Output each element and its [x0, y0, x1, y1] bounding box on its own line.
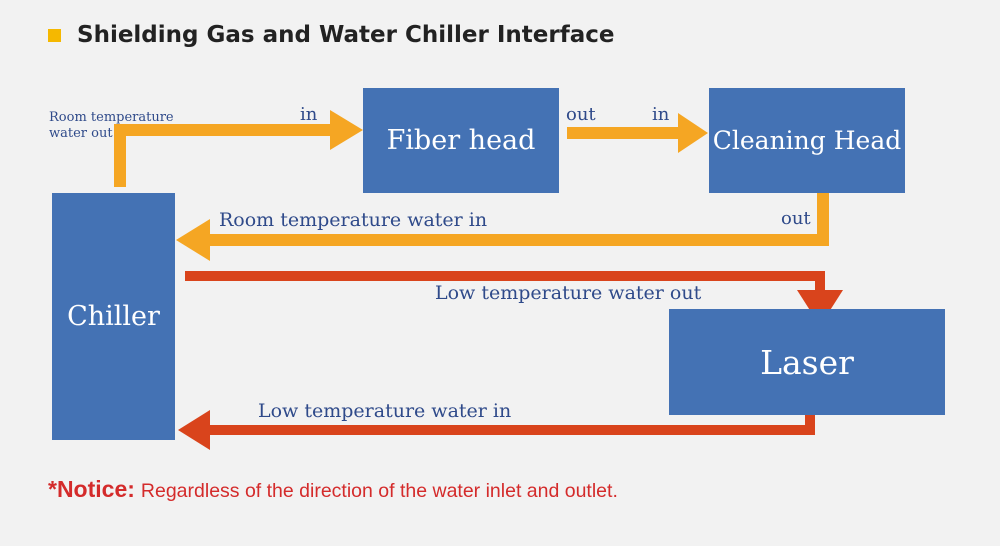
- heading-marker-icon: [48, 28, 61, 42]
- notice: *Notice:Regardless of the direction of t…: [48, 476, 618, 503]
- low-temp-water-out-arrow: [185, 271, 843, 326]
- fiber-to-cleaning-arrow: [567, 113, 708, 153]
- page-heading: Shielding Gas and Water Chiller Interfac…: [48, 22, 614, 48]
- notice-label: *Notice:: [48, 476, 135, 502]
- laser-box: Laser: [669, 309, 945, 415]
- chiller-box: Chiller: [52, 193, 175, 440]
- low-temp-water-in-arrow: [178, 410, 815, 450]
- page-title: Shielding Gas and Water Chiller Interfac…: [77, 22, 615, 48]
- fiber-out-label: out: [566, 104, 596, 125]
- fiber-head-box: Fiber head: [363, 88, 559, 193]
- room-temp-water-out-arrow: [114, 110, 363, 187]
- fiber-in-label: in: [300, 104, 318, 125]
- room-temp-water-in-label: Room temperature water in: [219, 209, 488, 231]
- room-temp-water-out-label-line2: water out: [49, 126, 113, 141]
- low-temp-water-out-label: Low temperature water out: [435, 282, 702, 304]
- cleaning-out-label: out: [781, 208, 811, 229]
- notice-text: Regardless of the direction of the water…: [140, 480, 618, 502]
- room-temp-water-in-arrow: [176, 193, 829, 261]
- cleaning-in-label: in: [652, 104, 670, 125]
- cleaning-head-box: Cleaning Head: [709, 88, 905, 193]
- room-temp-water-out-label-line1: Room temperature: [49, 110, 174, 125]
- low-temp-water-in-label: Low temperature water in: [258, 400, 512, 422]
